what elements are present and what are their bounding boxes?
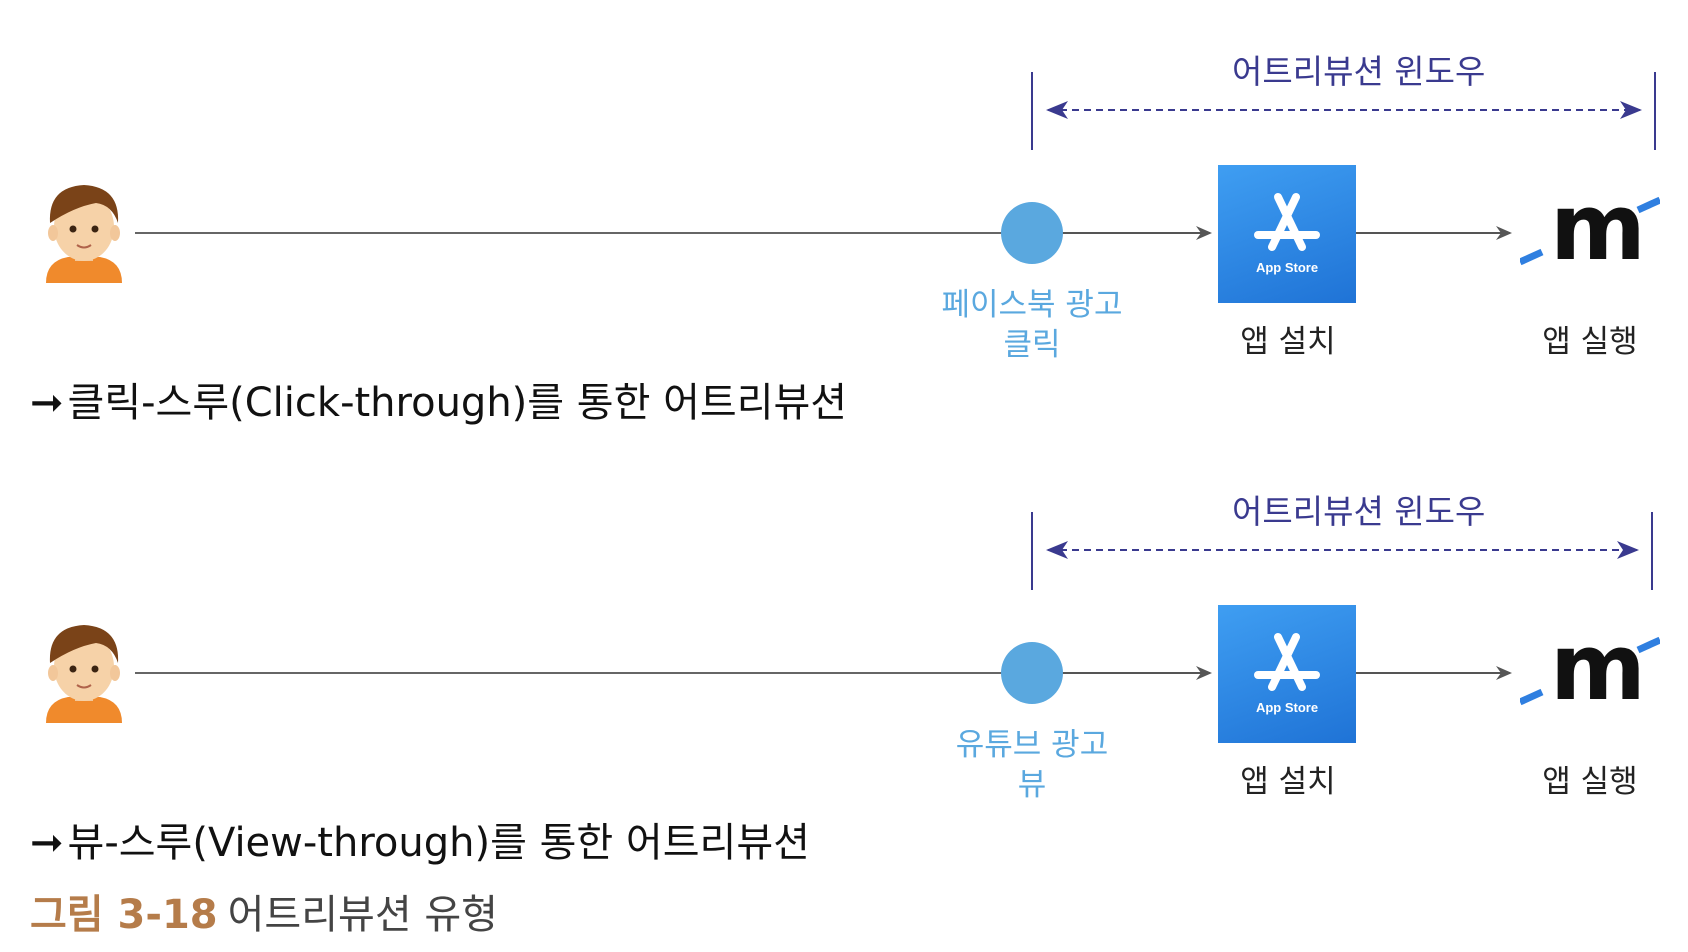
heading-text: 뷰-스루(View-through)를 통한 어트리뷰션 [68,820,810,866]
ad-click-label: 페이스북 광고 클릭 [932,285,1132,365]
launch-label: 앱 실행 [1490,316,1688,361]
ad-label-line1: 유튜브 광고 [932,725,1132,765]
ad-label-line2: 클릭 [932,325,1132,365]
heading-text: 클릭-스루(Click-through)를 통한 어트리뷰션 [68,380,848,426]
figure-title: 어트리뷰션 유형 [228,892,498,938]
launch-label: 앱 실행 [1490,756,1688,801]
attribution-window-label: 어트리뷰션 윈도우 [1232,45,1485,93]
app-store-icon: App Store [1218,165,1356,303]
install-label: 앱 설치 [1188,756,1388,801]
appstore-a-glyph [1252,191,1322,257]
arrow-right-icon: ➞ [30,820,64,866]
click-through-panel: 어트리뷰션 윈도우 페이스북 광고 클릭 App Store 앱 설치 m 앱 … [0,0,1688,440]
logo-letter: m [1550,178,1646,278]
ad-label-line1: 페이스북 광고 [932,285,1132,325]
install-label: 앱 설치 [1188,316,1388,361]
appstore-text: App Store [1218,700,1356,715]
ad-view-label: 유튜브 광고 뷰 [932,725,1132,805]
ad-dot [1001,202,1063,264]
user-avatar-icon [46,625,122,723]
logo-letter: m [1550,618,1646,718]
appstore-text: App Store [1218,260,1356,275]
app-logo-icon: m [1520,610,1660,740]
arrow-right-icon: ➞ [30,380,64,426]
attribution-window-label: 어트리뷰션 윈도우 [1232,485,1485,533]
app-store-icon: App Store [1218,605,1356,743]
view-through-heading: ➞뷰-스루(View-through)를 통한 어트리뷰션 [30,810,810,868]
view-through-panel: 어트리뷰션 윈도우 유튜브 광고 뷰 App Store 앱 설치 m 앱 실행… [0,440,1688,880]
appstore-a-glyph [1252,631,1322,697]
figure-number: 그림 3-18 [30,892,218,938]
click-through-heading: ➞클릭-스루(Click-through)를 통한 어트리뷰션 [30,370,847,428]
app-logo-icon: m [1520,170,1660,300]
ad-dot [1001,642,1063,704]
user-avatar-icon [46,185,122,283]
ad-label-line2: 뷰 [932,765,1132,805]
